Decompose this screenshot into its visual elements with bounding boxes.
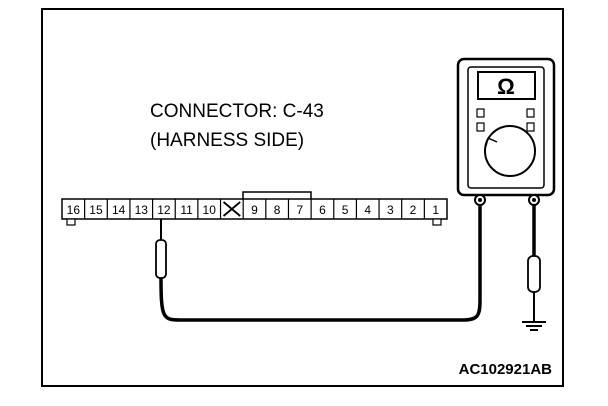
pin-2-label: 2 (410, 203, 417, 217)
pin-3-label: 3 (387, 203, 394, 217)
ground-symbol-icon (522, 316, 546, 331)
ohmmeter-icon: Ω (456, 57, 556, 206)
pin-4-label: 4 (364, 203, 371, 217)
pin-1-label: 1 (432, 203, 439, 217)
pin-15-label: 15 (89, 203, 103, 217)
connector-housing (61, 198, 448, 220)
empty-pin-x-mark-icon (222, 201, 241, 217)
pin-9-label: 9 (251, 203, 258, 217)
pin-11-label: 11 (180, 203, 193, 217)
figure-code: AC102921AB (459, 361, 553, 378)
ohm-symbol: Ω (497, 74, 515, 99)
pin-12-label: 12 (157, 203, 171, 217)
diagram-frame (41, 8, 564, 387)
connector-tab-left (66, 218, 76, 226)
pin-6-label: 6 (319, 203, 326, 217)
meter-display (477, 71, 536, 100)
connector-subtitle: (HARNESS SIDE) (150, 130, 304, 151)
probe-pin-12 (155, 219, 167, 279)
pin-5-label: 5 (342, 203, 349, 217)
connector-tab-right (432, 218, 442, 226)
pin-7-label: 7 (296, 203, 303, 217)
pin-10-label: 10 (203, 203, 217, 217)
connector-c43: 16 15 14 13 12 11 10 9 8 7 6 5 4 3 2 1 (61, 191, 448, 226)
pin-8-label: 8 (274, 203, 281, 217)
ground-lead (527, 205, 541, 316)
connector-title: CONNECTOR: C-43 (150, 101, 324, 122)
pin-14-label: 14 (112, 203, 126, 217)
pin-16-label: 16 (67, 203, 81, 217)
test-lead-wire (159, 205, 482, 322)
pin-13-label: 13 (135, 203, 149, 217)
meter-selector-dial (484, 125, 536, 177)
connector-pins: 16 15 14 13 12 11 10 9 8 7 6 5 4 3 2 1 (67, 199, 439, 219)
